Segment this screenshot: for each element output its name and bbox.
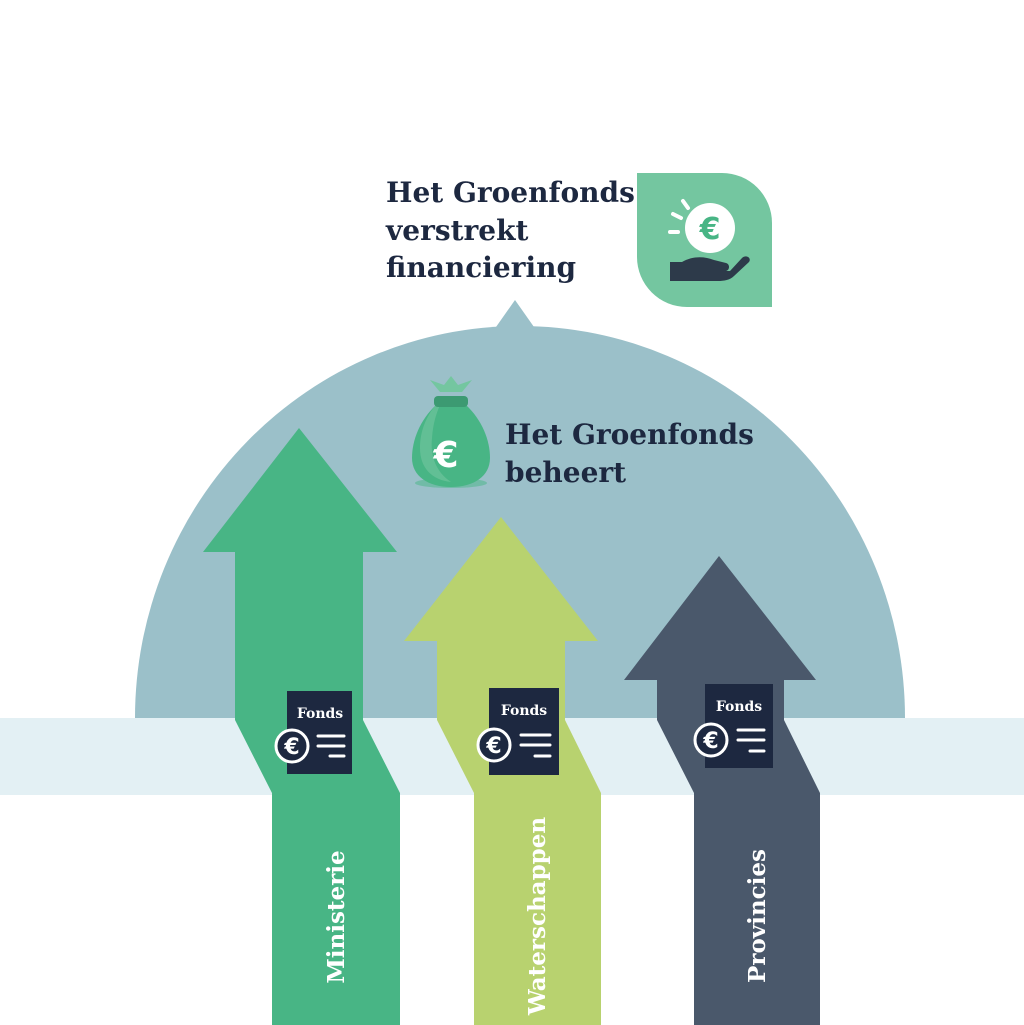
fonds-card-ministerie: Fonds €	[274, 691, 352, 774]
dome-label: Het Groenfonds beheert	[505, 418, 764, 489]
arrow-ministerie: Fonds € Ministerie	[203, 428, 400, 1025]
arrow-provincies: Fonds € Provincies	[624, 556, 820, 1025]
hand-euro-icon: €	[637, 173, 772, 307]
top-label: Het Groenfonds verstrekt financiering	[385, 176, 645, 284]
money-bag-icon: €	[412, 376, 490, 488]
fonds-card-ministerie-label: Fonds	[297, 706, 343, 722]
top-label-line-3: financiering	[386, 251, 576, 284]
fonds-card-ministerie-euro-icon: €	[283, 735, 299, 760]
top-label-line-1: Het Groenfonds	[386, 176, 635, 209]
dome-label-line-2: beheert	[505, 456, 626, 489]
arrow-provincies-shape	[624, 556, 820, 1025]
fonds-card-provincies-euro-icon: €	[702, 729, 718, 754]
fonds-card-waterschappen-label: Fonds	[501, 703, 547, 719]
arrow-provincies-label: Provincies	[744, 849, 771, 983]
dome-label-line-1: Het Groenfonds	[505, 418, 754, 451]
fonds-card-provincies: Fonds €	[693, 684, 773, 768]
svg-text:Het Groenfonds beheert: Het Groenfonds beheert	[505, 418, 764, 489]
hand-euro-symbol: €	[699, 212, 721, 247]
arrow-waterschappen: Fonds € Waterschappen	[404, 517, 601, 1025]
bag-euro-symbol: €	[432, 435, 458, 476]
top-label-line-2: verstrekt	[385, 214, 529, 247]
fonds-card-waterschappen-euro-icon: €	[485, 734, 501, 759]
arrow-ministerie-label: Ministerie	[323, 850, 350, 983]
fonds-card-waterschappen: Fonds €	[476, 688, 559, 775]
svg-text:Het Groenfonds verstrekt: Het Groenfonds verstrekt financiering	[385, 176, 645, 284]
arrow-waterschappen-label: Waterschappen	[524, 817, 551, 1016]
dome-pointer	[496, 300, 534, 327]
fonds-card-provincies-label: Fonds	[716, 699, 762, 715]
